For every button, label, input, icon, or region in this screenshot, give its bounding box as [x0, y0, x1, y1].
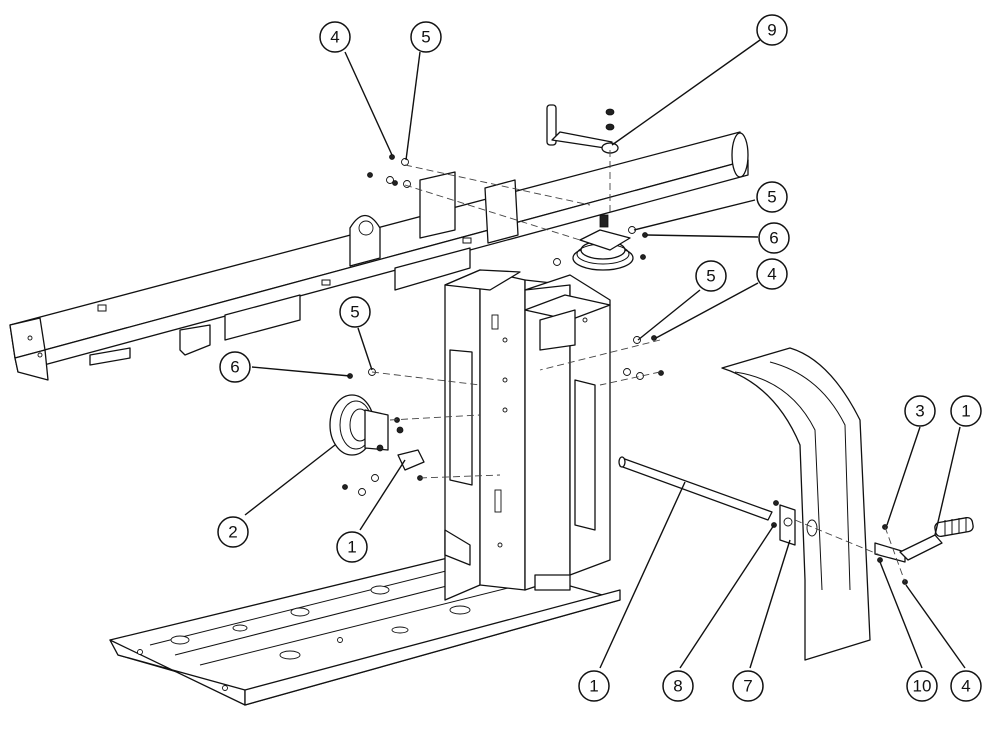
upper-beam — [9, 131, 749, 381]
callout-label: 4 — [767, 265, 776, 284]
callout-13: 1 — [336, 531, 368, 563]
callout-10: 3 — [904, 395, 936, 427]
callout-label: 8 — [673, 677, 682, 696]
callout-11: 1 — [950, 395, 982, 427]
callout-label: 5 — [767, 188, 776, 207]
callout-label: 5 — [421, 28, 430, 47]
callout-9: 6 — [219, 351, 251, 383]
callout-label: 1 — [961, 402, 970, 421]
horizontal-shaft — [618, 456, 773, 521]
callout-17: 10 — [906, 670, 938, 702]
callout-16: 7 — [732, 670, 764, 702]
callout-label: 1 — [589, 677, 598, 696]
callout-label: 3 — [915, 402, 924, 421]
hardware-fasteners — [342, 154, 664, 496]
callout-8: 5 — [339, 296, 371, 328]
bearing-plate — [771, 500, 796, 546]
callout-label: 10 — [913, 677, 932, 696]
left-winch-assembly — [329, 394, 425, 471]
leader-lines — [244, 39, 966, 669]
callout-label: 4 — [330, 28, 339, 47]
assembly-centerlines — [371, 150, 906, 583]
callout-4: 5 — [756, 181, 788, 213]
callout-label: 2 — [228, 523, 237, 542]
callout-label: 6 — [769, 229, 778, 248]
callout-6: 5 — [695, 260, 727, 292]
callout-2: 5 — [410, 21, 442, 53]
callout-label: 1 — [347, 538, 356, 557]
callout-label: 6 — [230, 358, 239, 377]
callout-14: 1 — [578, 670, 610, 702]
callout-label: 5 — [706, 267, 715, 286]
callout-label: 9 — [767, 21, 776, 40]
callout-12: 2 — [217, 516, 249, 548]
vertical-tower — [444, 269, 611, 601]
callout-5: 6 — [758, 222, 790, 254]
callout-label: 5 — [350, 303, 359, 322]
callout-label: 7 — [743, 677, 752, 696]
base-frame — [109, 554, 621, 706]
callout-15: 8 — [662, 670, 694, 702]
callout-1: 4 — [319, 21, 351, 53]
callout-18: 4 — [950, 670, 982, 702]
side-guard — [721, 347, 871, 661]
crank-handle — [874, 516, 974, 585]
callout-3: 9 — [756, 14, 788, 46]
callout-7: 4 — [756, 258, 788, 290]
callout-label: 4 — [961, 677, 970, 696]
